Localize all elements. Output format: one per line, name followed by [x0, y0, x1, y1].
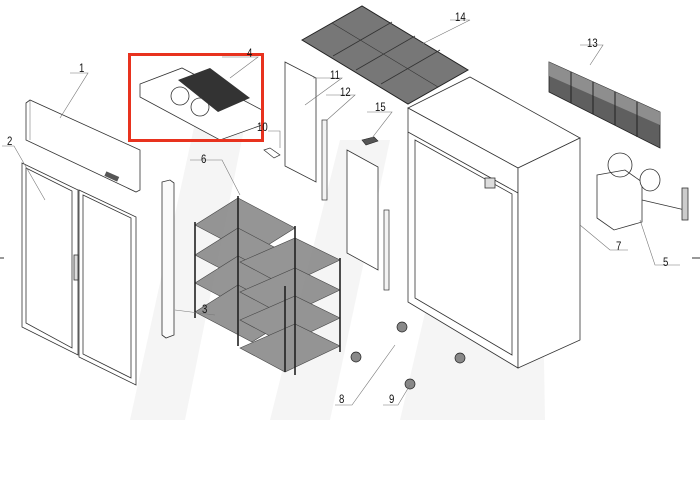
- callout-8: 8: [339, 392, 345, 406]
- callout-2: 2: [7, 134, 13, 148]
- callout-13: 13: [587, 36, 598, 50]
- callout-4: 4: [247, 46, 253, 60]
- callout-7: 7: [616, 239, 622, 253]
- casters: [350, 321, 466, 390]
- side-shelf-ladder-panels: [284, 61, 379, 271]
- shelf-support-uprights: [321, 119, 390, 291]
- callout-3: 3: [202, 302, 208, 316]
- condensing-unit: [596, 152, 689, 231]
- callout-1: 1: [79, 61, 85, 75]
- callout-10: 10: [257, 120, 268, 134]
- top-front-panel: [25, 99, 141, 193]
- evaporator-unit: [139, 67, 263, 141]
- callout-5: 5: [663, 255, 669, 269]
- callout-9: 9: [389, 392, 395, 406]
- center-mullion-post: [161, 179, 175, 339]
- top-grille: [301, 5, 469, 105]
- highlight-box-part-4: [128, 53, 264, 142]
- callout-14: 14: [455, 10, 466, 24]
- glass-doors: [21, 162, 137, 386]
- cabinet-body: [407, 76, 581, 369]
- callout-11: 11: [330, 68, 340, 82]
- wire-shelf-rack: [194, 196, 341, 375]
- callout-6: 6: [201, 152, 207, 166]
- callout-12: 12: [340, 85, 351, 99]
- bracket: [361, 136, 379, 146]
- leader-lines: [2, 19, 680, 406]
- callout-15: 15: [375, 100, 386, 114]
- shelf-bracket-clip: [263, 147, 281, 159]
- rear-grille: [548, 61, 661, 149]
